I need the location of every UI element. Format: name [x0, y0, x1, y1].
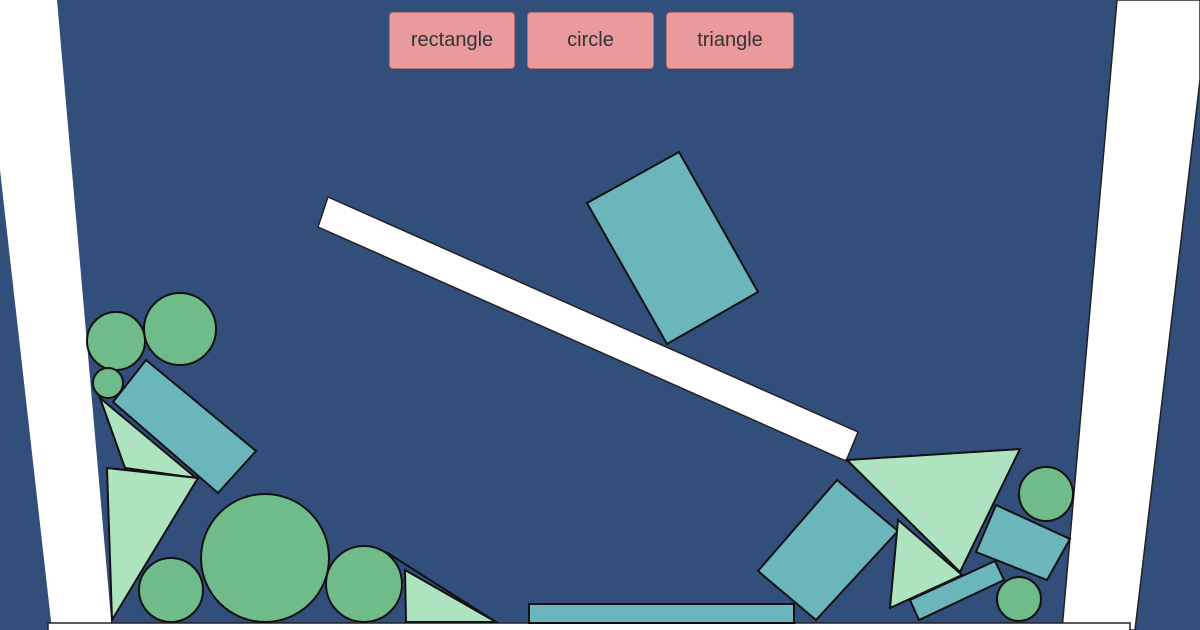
rectangle-shape[interactable]	[974, 503, 1072, 582]
rectangle-button[interactable]: rectangle	[389, 12, 515, 69]
triangle-shape[interactable]	[844, 447, 1022, 574]
circle-shape[interactable]	[86, 311, 146, 371]
falling-rectangle[interactable]	[585, 150, 760, 346]
triangle-shape[interactable]	[888, 517, 964, 610]
circle-shape[interactable]	[325, 545, 403, 623]
circle-shape[interactable]	[143, 292, 217, 366]
right-wall	[1061, 0, 1200, 630]
rectangle-shape[interactable]	[908, 559, 1006, 622]
circle-button[interactable]: circle	[527, 12, 654, 69]
rectangle-shape[interactable]	[528, 603, 795, 624]
triangle-button[interactable]: triangle	[666, 12, 794, 69]
circle-shape[interactable]	[996, 576, 1042, 622]
circle-shape[interactable]	[1018, 466, 1074, 522]
triangle-shape[interactable]	[105, 466, 200, 624]
wedge-edge	[385, 551, 497, 623]
triangle-shape[interactable]	[403, 568, 500, 623]
rectangle-shape[interactable]	[111, 358, 258, 495]
left-wall	[0, 0, 112, 630]
tilted-plank[interactable]	[317, 195, 859, 462]
floor	[47, 622, 1131, 630]
circle-shape[interactable]	[200, 493, 330, 623]
circle-shape[interactable]	[92, 367, 124, 399]
circle-shape[interactable]	[138, 557, 204, 623]
shape-toolbar: rectangle circle triangle	[389, 12, 794, 69]
